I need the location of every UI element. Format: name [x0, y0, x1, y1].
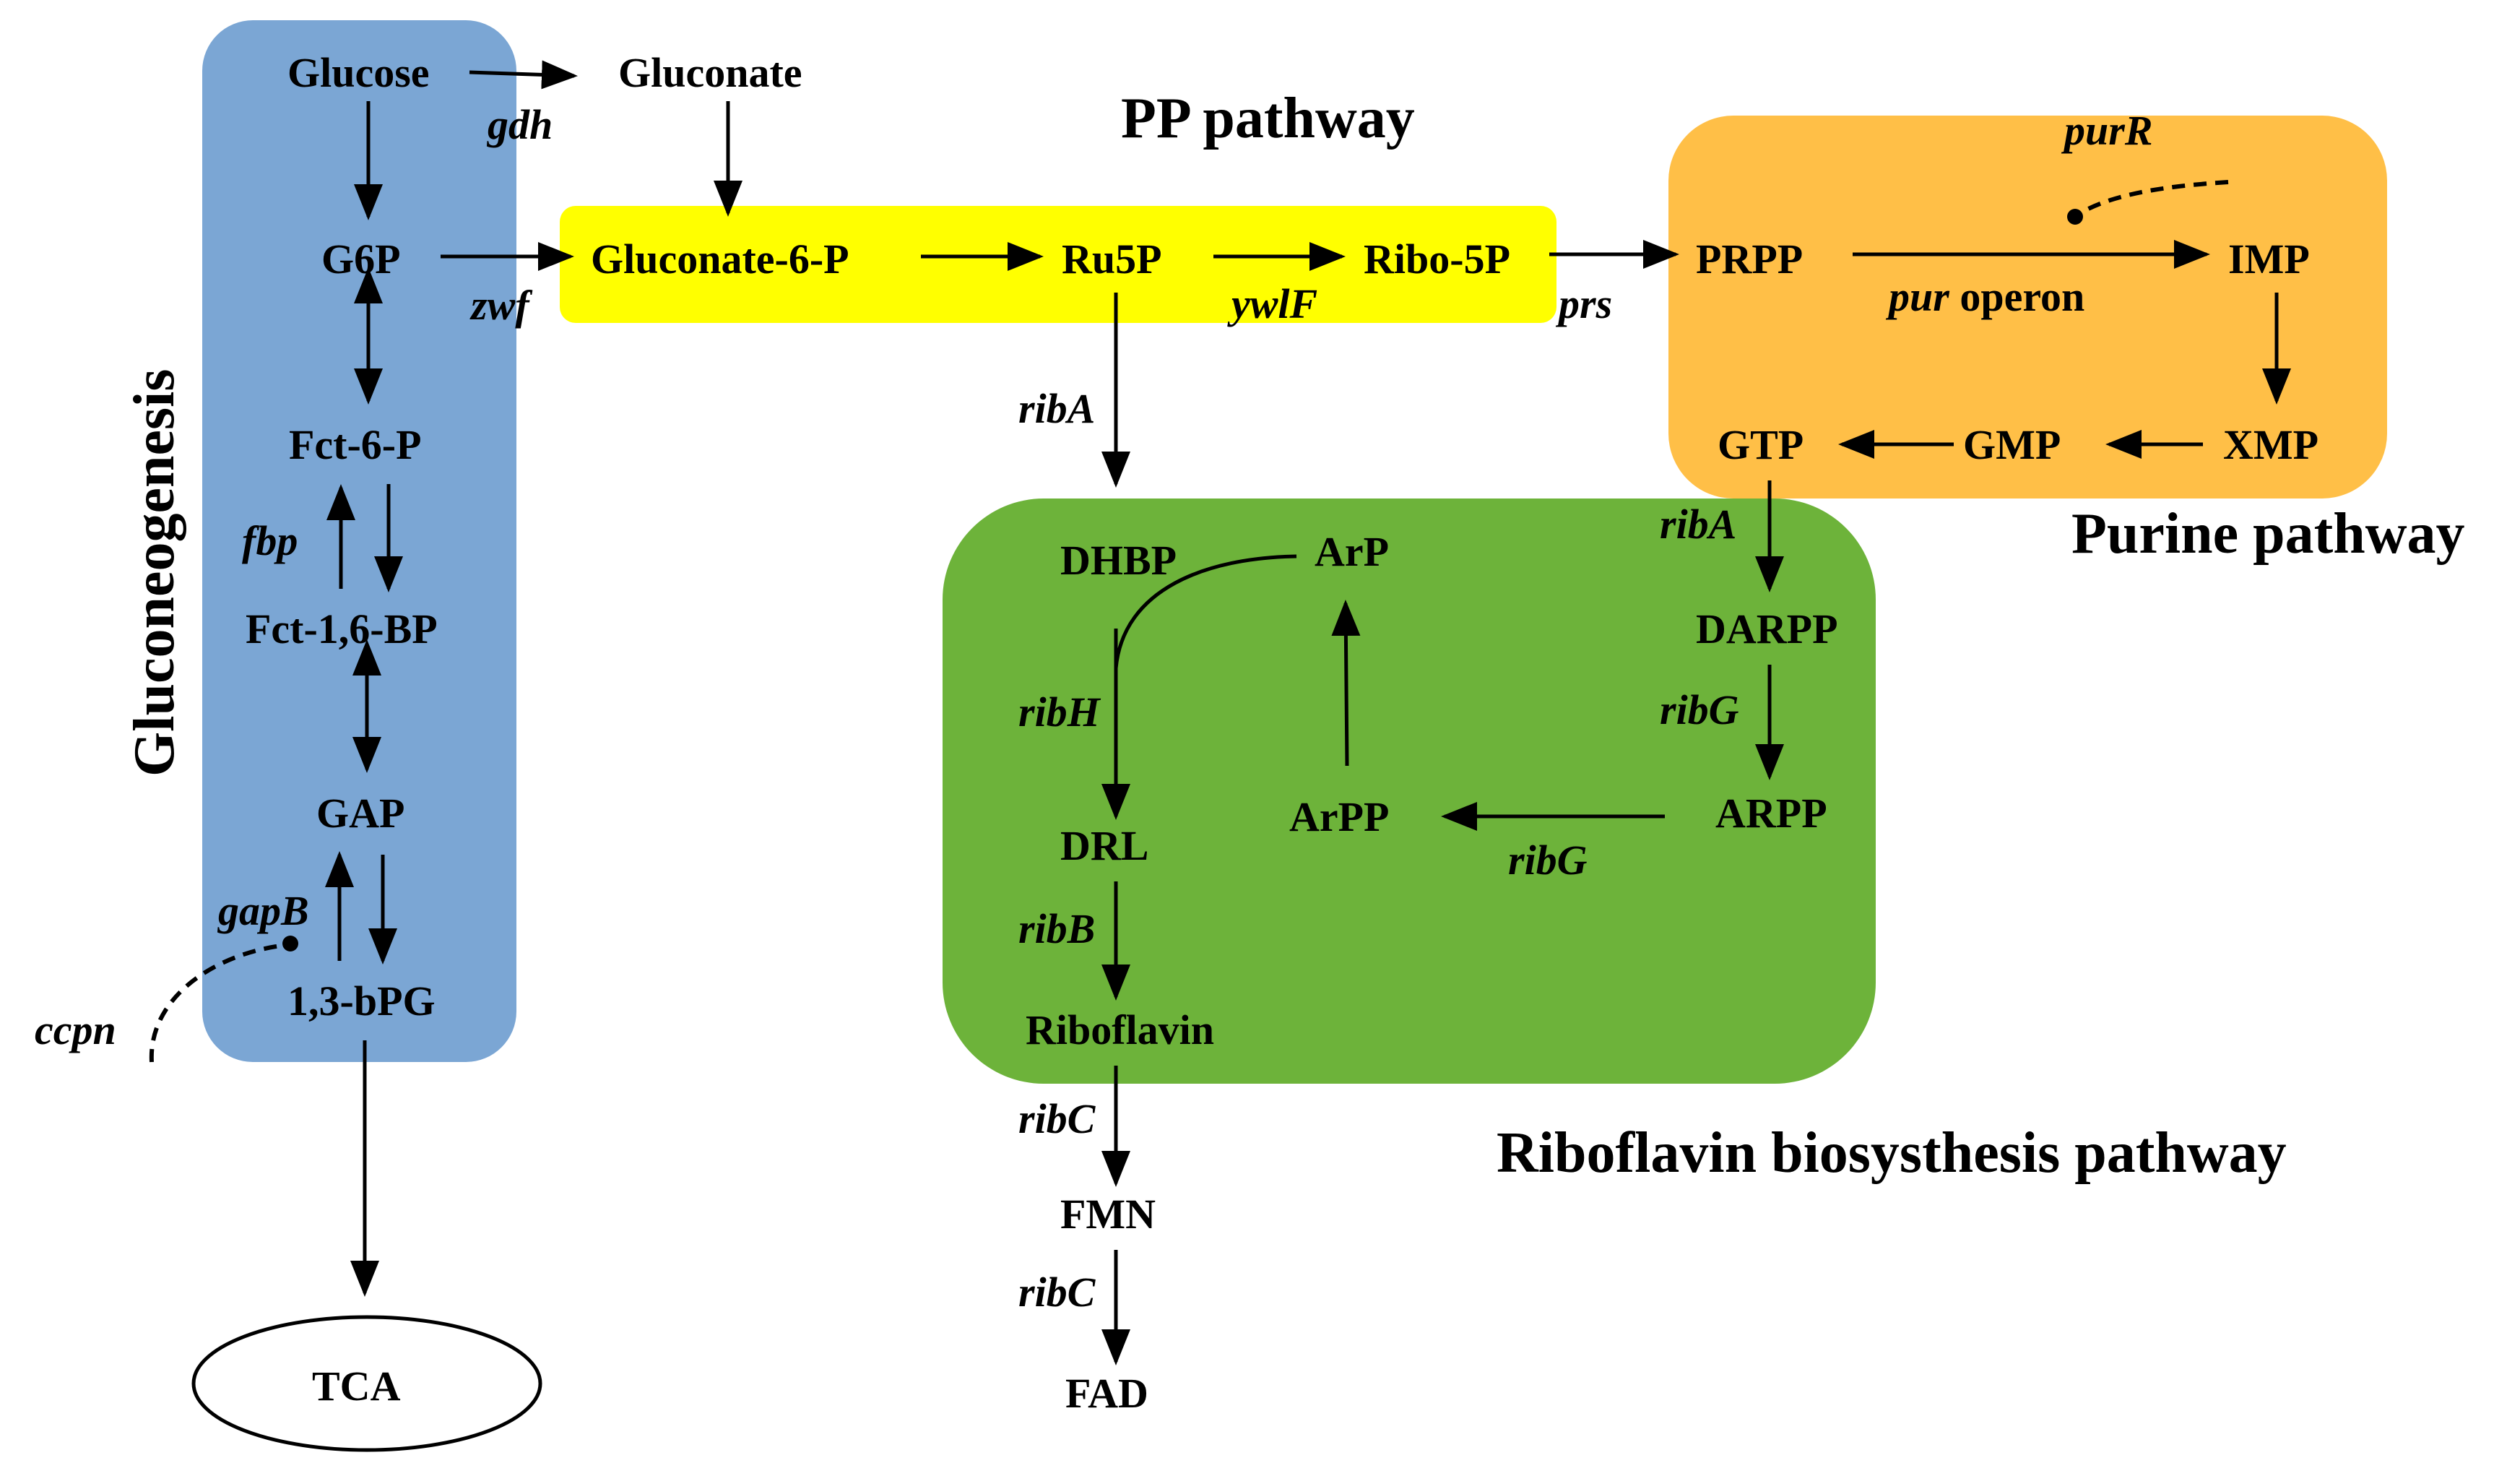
- purr-repression-dot: [2067, 209, 2083, 225]
- node-fct-6-p: Fct-6-P: [289, 421, 422, 468]
- node-fmn: FMN: [1060, 1191, 1156, 1238]
- enzyme-ribb: ribB: [1018, 905, 1095, 952]
- enzyme-ribh: ribH: [1018, 689, 1101, 735]
- node-gluconate-6-p: Gluconate-6-P: [591, 236, 849, 282]
- node-1-3-bpg: 1,3-bPG: [287, 977, 436, 1024]
- riboflavin-pathway-title: Riboflavin biosysthesis pathway: [1497, 1121, 2287, 1185]
- purine-pathway-title: Purine pathway: [2071, 502, 2465, 566]
- enzyme-riba-gtp: ribA: [1660, 501, 1736, 548]
- node-prpp: PRPP: [1696, 236, 1803, 282]
- arp-to-drl-join-curve: [1114, 554, 1297, 669]
- node-gap: GAP: [316, 790, 404, 837]
- gluconeogenesis-title: Gluconeogenesis: [123, 369, 186, 777]
- node-arpp: ArPP: [1289, 793, 1390, 840]
- enzyme-ccpn: ccpn: [35, 1006, 116, 1053]
- enzyme-ribc-2: ribC: [1018, 1269, 1096, 1316]
- enzyme-riba-top: ribA: [1018, 385, 1095, 432]
- node-ribo-5p: Ribo-5P: [1364, 236, 1510, 282]
- node-gtp: GTP: [1718, 421, 1804, 468]
- enzyme-prs: prs: [1555, 280, 1612, 327]
- arrow-glucose-to-gluconate: [469, 60, 578, 90]
- tca-cycle-ellipse: [191, 1315, 542, 1452]
- enzyme-fbp: fbp: [242, 517, 298, 564]
- enzyme-zwf: zwf: [469, 282, 533, 329]
- purr-repression-line: [2075, 180, 2229, 217]
- enzyme-gapb: gapB: [217, 887, 309, 934]
- enzyme-pur: pur: [1885, 273, 1949, 320]
- enzyme-gdh: gdh: [486, 101, 553, 148]
- enzyme-ribg-bottom: ribG: [1508, 837, 1588, 884]
- node-dhbp: DHBP: [1060, 537, 1177, 584]
- enzyme-ribg-top: ribG: [1660, 686, 1739, 733]
- operon-label: operon: [1949, 273, 2084, 320]
- node-imp: IMP: [2228, 236, 2310, 282]
- node-glucose: Glucose: [287, 49, 430, 96]
- node-fad: FAD: [1065, 1370, 1148, 1417]
- node-gluconate: Gluconate: [618, 49, 802, 96]
- node-fct-1-6-bp: Fct-1,6-BP: [246, 605, 438, 652]
- node-drl: DRL: [1060, 822, 1148, 869]
- node-riboflavin: Riboflavin: [1026, 1006, 1214, 1053]
- node-arpp-2: ARPP: [1715, 790, 1827, 837]
- arrow-arpp-to-arp: [1331, 600, 1361, 767]
- pp-pathway-title: PP pathway: [1121, 87, 1415, 150]
- node-ru5p: Ru5P: [1062, 236, 1162, 282]
- enzyme-purr: purR: [2061, 107, 2153, 154]
- enzyme-ywlf: ywlF: [1227, 280, 1317, 327]
- node-darpp: DARPP: [1696, 605, 1838, 652]
- enzyme-pur-operon: pur operon: [1885, 273, 2084, 320]
- enzyme-ribc-1: ribC: [1018, 1095, 1096, 1142]
- purine-pathway-region: [1668, 116, 2387, 499]
- node-gmp: GMP: [1963, 421, 2061, 468]
- ccpn-regulation-dot: [282, 936, 298, 951]
- gluconeogenesis-region: [202, 20, 516, 1062]
- node-tca: TCA: [312, 1363, 401, 1410]
- pp-pathway-region: [560, 206, 1556, 323]
- node-g6p: G6P: [321, 236, 401, 282]
- node-xmp: XMP: [2223, 421, 2318, 468]
- ccpn-regulation-line: [149, 943, 288, 1063]
- riboflavin-pathway-region: [943, 499, 1876, 1084]
- node-arp: ArP: [1315, 528, 1389, 575]
